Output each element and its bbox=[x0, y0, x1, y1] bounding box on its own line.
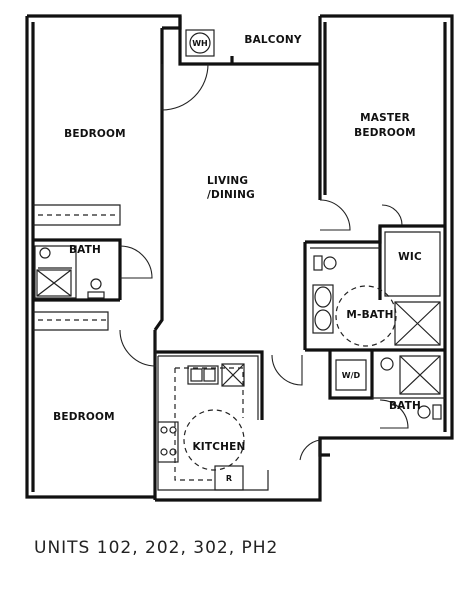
sink-icon bbox=[314, 286, 332, 308]
fixture-labels: WH W/D R bbox=[192, 39, 360, 483]
bath-label: BATH bbox=[69, 244, 101, 256]
living-dining-label-line2: /DINING bbox=[207, 189, 255, 201]
wic-label: WIC bbox=[398, 251, 422, 263]
balcony-label: BALCONY bbox=[244, 34, 301, 46]
fixtures bbox=[36, 29, 442, 491]
refrigerator-label: R bbox=[226, 474, 232, 483]
m-bath-label: M-BATH bbox=[346, 309, 393, 321]
room-labels: BEDROOM BATH BALCONY LIVING /DINING MAST… bbox=[53, 34, 422, 453]
exterior-walls bbox=[25, 14, 454, 502]
water-heater-icon bbox=[189, 32, 211, 54]
kitchen-label: KITCHEN bbox=[192, 441, 245, 453]
bedroom-2-label: BEDROOM bbox=[53, 411, 115, 423]
master-bedroom-label-line1: MASTER bbox=[360, 112, 410, 124]
sink-icon bbox=[39, 247, 51, 259]
toilet-icon bbox=[90, 278, 102, 290]
washer-dryer-label: W/D bbox=[342, 371, 361, 380]
units-caption: UNITS 102, 202, 302, PH2 bbox=[34, 538, 279, 558]
door-swings bbox=[119, 63, 409, 461]
living-dining-label-line1: LIVING bbox=[207, 175, 248, 187]
sink-icon bbox=[380, 357, 394, 371]
toilet-icon bbox=[417, 405, 431, 419]
bedroom-1-label: BEDROOM bbox=[64, 128, 126, 140]
bath-2-label: BATH bbox=[389, 400, 421, 412]
toilet-icon bbox=[323, 256, 337, 270]
water-heater-label: WH bbox=[192, 39, 208, 48]
master-bedroom-label-line2: BEDROOM bbox=[354, 127, 416, 139]
interior-walls bbox=[33, 204, 445, 500]
sink-icon bbox=[314, 309, 332, 331]
